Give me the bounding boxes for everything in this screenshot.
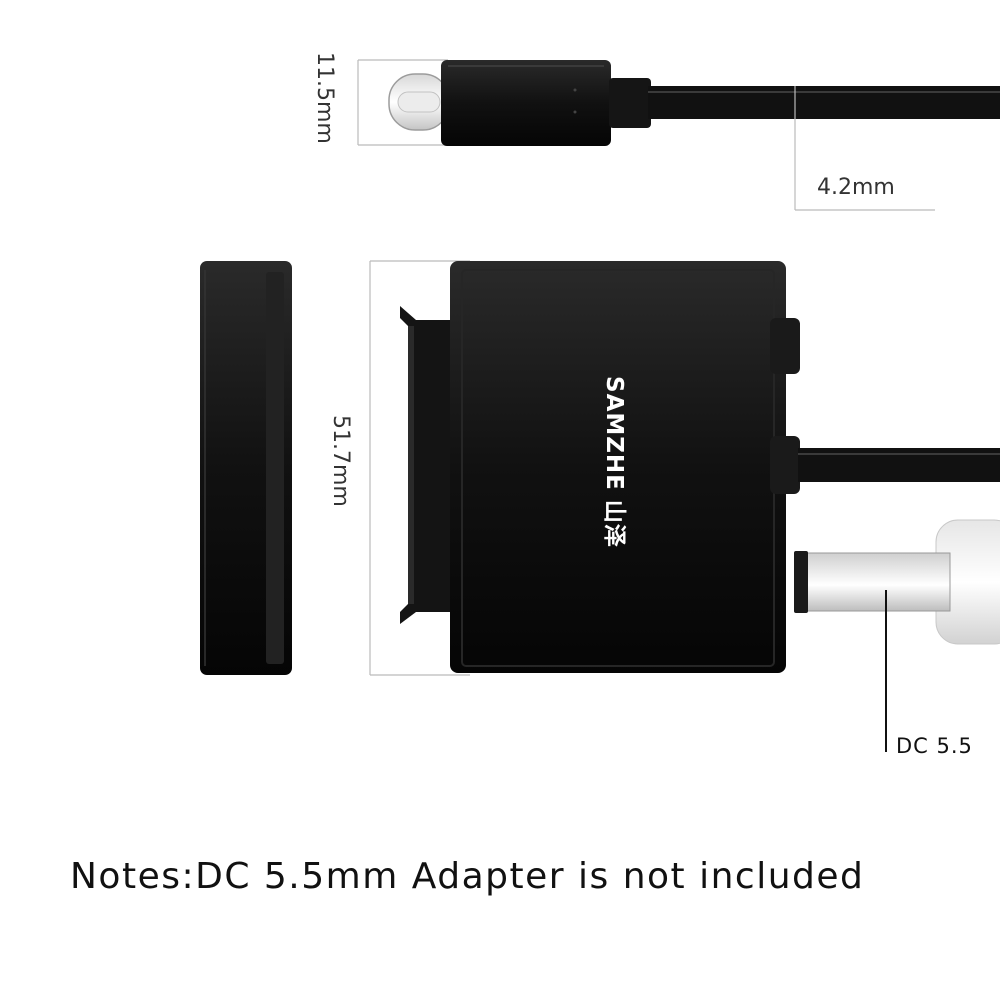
dc-plug: DC 5.5 bbox=[794, 519, 1000, 758]
dc-port bbox=[770, 318, 800, 374]
sata-adapter-front: 51.7mm SAMZHE 山泽 bbox=[328, 260, 1000, 676]
usb-c-cable-wire bbox=[648, 86, 1000, 119]
cable-diameter-label: 4.2mm bbox=[817, 175, 895, 200]
adapter-height-label: 51.7mm bbox=[328, 415, 353, 507]
plug-height-dimension bbox=[357, 59, 448, 146]
plug-height-label: 11.5mm bbox=[312, 52, 337, 144]
cable-port bbox=[770, 436, 800, 494]
adapter-housing bbox=[450, 261, 786, 673]
usb-c-cable: 11.5mm 4.2mm bbox=[312, 52, 1000, 211]
brand-logo: SAMZHE 山泽 bbox=[601, 376, 627, 548]
usb-c-housing bbox=[441, 60, 611, 146]
cable-diameter-dimension bbox=[794, 86, 935, 211]
adapter-height-dimension bbox=[369, 260, 470, 676]
dc-label: DC 5.5 bbox=[896, 734, 973, 758]
dc-plug-barrel bbox=[799, 552, 951, 612]
notes-text: Notes:DC 5.5mm Adapter is not included bbox=[70, 856, 865, 897]
sata-connector bbox=[400, 306, 464, 624]
adapter-side-view bbox=[200, 261, 292, 675]
usb-c-strain-relief bbox=[609, 78, 651, 128]
